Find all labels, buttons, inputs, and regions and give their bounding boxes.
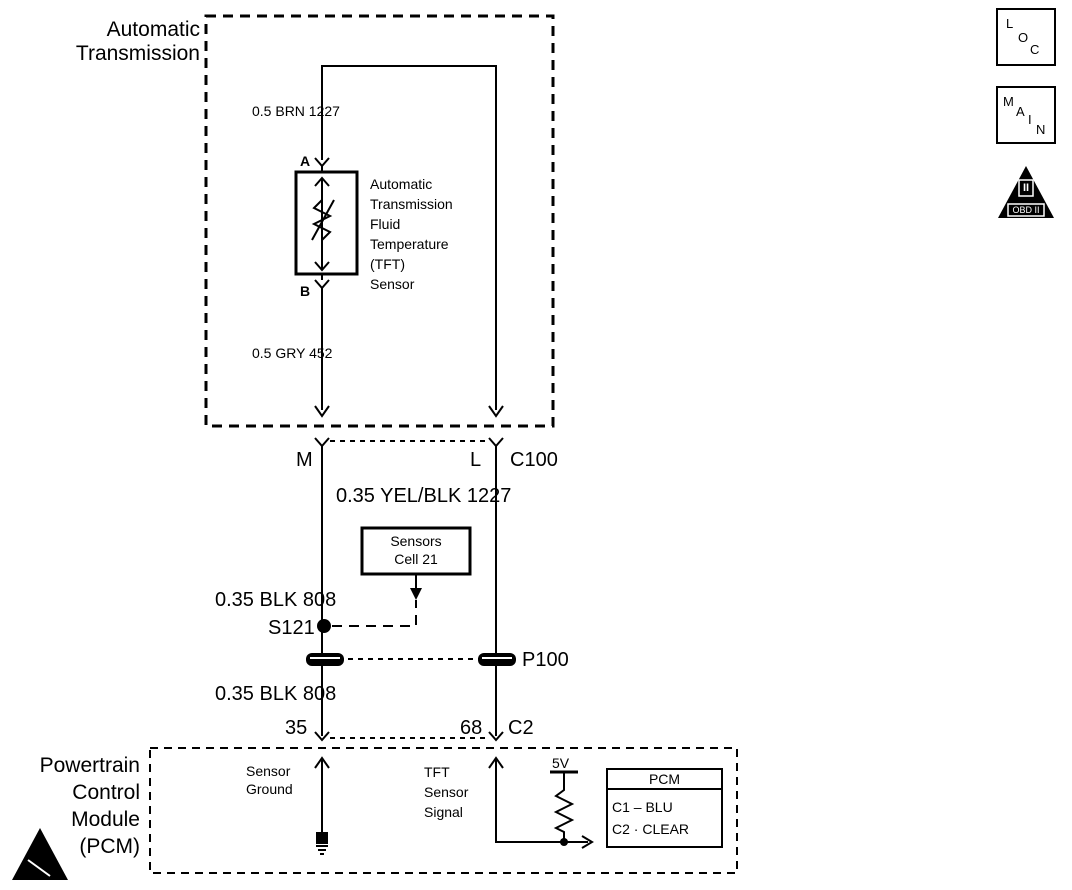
sensors-reference-text[interactable]: Sensors Cell 21 [390,533,442,567]
main-button[interactable]: M A I N [996,86,1056,144]
arrow-l-top [488,405,504,418]
connector-c2-label: C2 [508,717,534,739]
obd-roman: II [1022,182,1030,194]
loc-letter-l: L [1006,16,1014,31]
obd-ii-icon [998,166,1054,218]
loc-button[interactable]: L O C [996,8,1056,66]
terminal-a-label: A [300,153,311,169]
signal-wire [495,760,588,843]
obd-ii-button[interactable]: II OBD II [996,164,1056,220]
pcm-legend-box [606,768,723,848]
terminal-b-label: B [300,283,311,299]
tft-sensor-box [294,170,359,276]
wire-label-yel-blk-1227: 0.35 YEL/BLK 1227 [336,485,512,507]
main-letter-i: I [1028,112,1032,127]
pullup-resistor [553,772,575,842]
sensor-ground-label: Sensor Ground [246,763,293,797]
wire-label-blk-808-upper: 0.35 BLK 808 [215,589,337,611]
transmission-label: Automatic Transmission [75,18,200,65]
obd-text: OBD II [1012,205,1040,215]
main-letter-n: N [1036,122,1046,137]
reference-arrow [410,588,422,600]
p100-grommet-right [478,653,516,666]
main-letter-m: M [1003,94,1014,109]
p100-grommet-left [306,653,344,666]
pcm-legend-c1: C1 – BLU [612,799,673,815]
pcm-boundary [149,747,738,874]
connector-m-label: M [296,449,313,471]
wire-label-gry-452: 0.5 GRY 452 [252,345,333,361]
esd-warning-icon [12,828,68,880]
pin-68-label: 68 [460,717,483,739]
connector-c100-label: C100 [510,449,558,471]
transmission-boundary [204,14,555,428]
pcm-legend-c2: C2 · CLEAR [612,821,690,837]
wire-label-brn-1227: 0.5 BRN 1227 [252,103,340,119]
connector-l-label: L [470,449,482,471]
tft-sensor-label: Automatic Transmission Fluid Temperature… [370,176,453,292]
wire-label-blk-808-lower: 0.35 BLK 808 [215,683,337,705]
ground-block [316,832,328,844]
pcm-legend-title: PCM [648,771,681,787]
s121-splice [317,619,331,633]
thermistor-symbol [311,176,335,272]
loc-letter-c: C [1030,42,1040,57]
arrow-m-top [314,405,330,418]
passthrough-p100-label: P100 [522,649,569,671]
loc-letter-o: O [1018,30,1029,45]
s121-link [332,600,417,627]
terminal-b-fork [314,279,330,290]
pin-35-label: 35 [285,717,308,739]
pcm-label: Powertrain Control Module (PCM) [39,754,140,858]
splice-s121-label: S121 [268,617,315,639]
fork-m [314,437,330,448]
tft-signal-label: TFT Sensor Signal [424,764,469,820]
voltage-label: 5V [552,755,570,771]
fork-l [488,437,504,448]
fork-35 [314,731,330,742]
wire-brn-1227 [321,65,497,410]
fork-68 [488,731,504,742]
main-letter-a: A [1016,104,1025,119]
